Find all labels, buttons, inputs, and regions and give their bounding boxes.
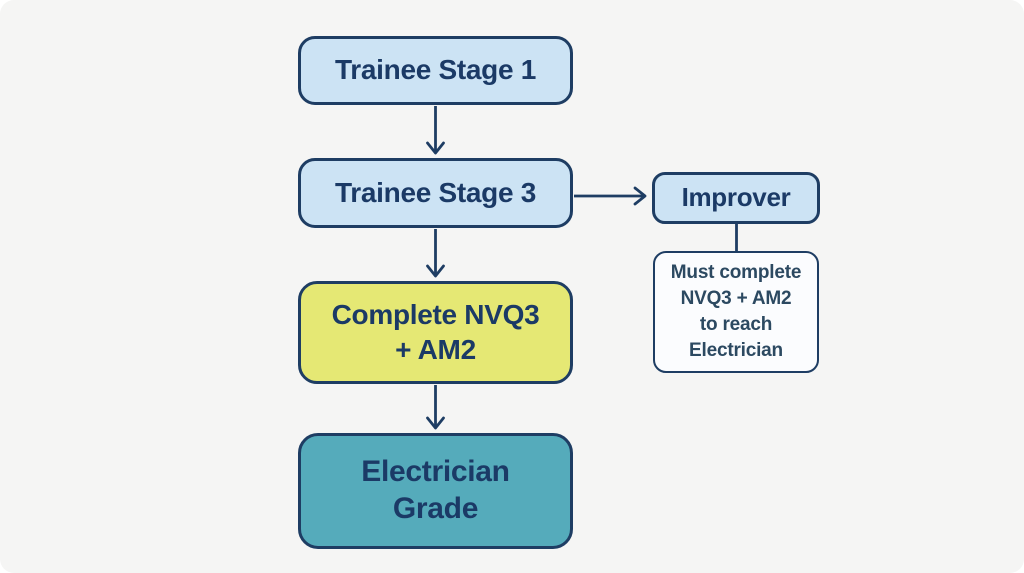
- node-trainee-stage-1: Trainee Stage 1: [298, 36, 573, 105]
- node-electrician-grade: Electrician Grade: [298, 433, 573, 549]
- node-trainee-stage-1-label: Trainee Stage 1: [335, 54, 536, 86]
- node-trainee-stage-3-label: Trainee Stage 3: [335, 176, 536, 208]
- note-must-complete-nvq3: Must complete NVQ3 + AM2 to reach Electr…: [653, 251, 819, 373]
- note-line1: Must complete: [670, 261, 802, 283]
- note-line3: to reach: [699, 314, 773, 335]
- node-improver: Improver: [652, 172, 820, 224]
- node-complete-nvq3-am2-line1: Complete NVQ3: [331, 299, 540, 331]
- node-complete-nvq3-am2-line2: + AM2: [395, 333, 476, 365]
- note-line2: NVQ3 + AM2: [680, 287, 792, 309]
- node-complete-nvq3-am2: Complete NVQ3 + AM2: [298, 281, 573, 384]
- node-improver-label: Improver: [681, 182, 791, 213]
- note-line4: Electrician: [689, 340, 783, 362]
- node-electrician-grade-line1: Electrician: [361, 455, 510, 489]
- node-electrician-grade-line2: Grade: [392, 492, 479, 525]
- node-trainee-stage-3: Trainee Stage 3: [298, 158, 573, 228]
